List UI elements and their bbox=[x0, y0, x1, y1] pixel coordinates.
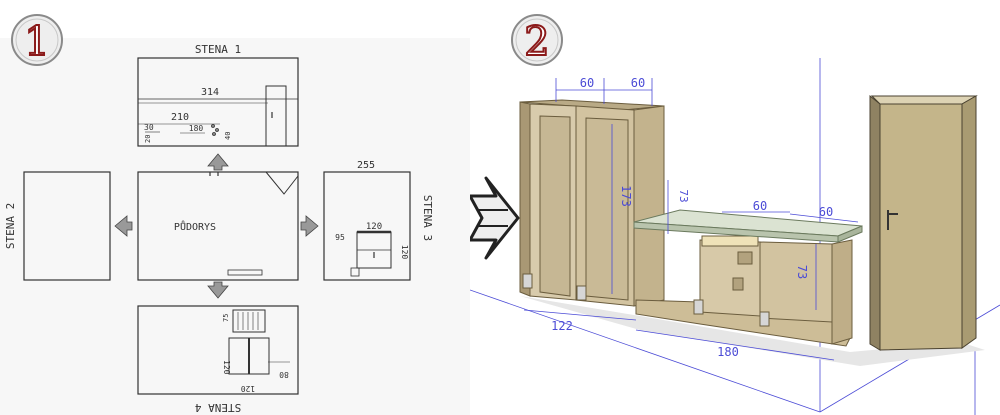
wall-1-dim-b: 20 bbox=[144, 135, 152, 143]
low-cabinets bbox=[633, 209, 863, 347]
wall-4-dim-d: 75 bbox=[222, 314, 230, 322]
wall-4 bbox=[137, 305, 299, 395]
wall-1-dim-total: 314 bbox=[201, 87, 219, 98]
wall-1-title: STENA 1 bbox=[195, 43, 241, 56]
wall-2-title: STENA 2 bbox=[4, 203, 17, 249]
wall-1-dim-small: 180 bbox=[189, 124, 204, 133]
wall-3-frame bbox=[323, 171, 411, 281]
low-right-cabinet bbox=[759, 241, 833, 323]
right-arrow-icon bbox=[470, 176, 520, 260]
step-2-number: 2 bbox=[524, 19, 549, 65]
paper-background bbox=[0, 38, 470, 415]
arrow-right-small-icon bbox=[300, 215, 319, 237]
wall-1-frame bbox=[137, 57, 299, 147]
wall-4-dim-c: 80 bbox=[279, 370, 289, 379]
dim-low-top-left: 60 bbox=[753, 199, 767, 213]
step-1-number: 1 bbox=[24, 19, 49, 65]
low-middle-cabinet bbox=[699, 239, 761, 317]
arrow-left-icon bbox=[114, 215, 133, 237]
wall-1-dim-mid: 210 bbox=[171, 112, 189, 123]
tall-cabinets bbox=[519, 99, 665, 307]
wall-4-dim-b: 120 bbox=[241, 384, 256, 393]
wall-3 bbox=[323, 171, 411, 281]
dimension-labels: 60 60 173 73 60 60 73 122 180 bbox=[551, 76, 833, 359]
dimension-lines bbox=[523, 78, 859, 361]
dim-side-height: 73 bbox=[677, 189, 690, 202]
wall-3-top-dim: 255 bbox=[357, 160, 375, 171]
sketch-panel: STENA 1 314 210 180 30 20 40 STENA 2 PŮD… bbox=[0, 0, 470, 415]
floor-plan-label: PŮDORYS bbox=[174, 220, 216, 233]
wall-4-frame bbox=[137, 305, 299, 395]
wall-1-dim-a: 30 bbox=[144, 123, 154, 132]
wall-1 bbox=[137, 57, 299, 147]
wall-4-dim-a: 120 bbox=[222, 360, 231, 375]
door-panel bbox=[879, 103, 963, 351]
model-drawing: 60 60 173 73 60 60 73 122 180 2 bbox=[470, 14, 1000, 415]
floor-plan bbox=[137, 171, 299, 281]
wall-1-dim-c: 40 bbox=[224, 132, 232, 140]
wall-3-title: STENA 3 bbox=[421, 195, 434, 241]
model-panel: 60 60 173 73 60 60 73 122 180 2 bbox=[470, 0, 1000, 415]
dim-bottom-right: 180 bbox=[717, 345, 739, 359]
arrow-up-icon bbox=[207, 153, 229, 171]
step-2-badge: 2 bbox=[511, 14, 563, 66]
step-1-badge: 1 bbox=[11, 14, 63, 66]
wall-2-frame bbox=[23, 171, 111, 281]
wall-4-title: STENA 4 bbox=[194, 401, 241, 414]
dim-top-left: 60 bbox=[580, 76, 594, 90]
sketch-drawing: STENA 1 314 210 180 30 20 40 STENA 2 PŮD… bbox=[0, 14, 470, 415]
arrow-down-icon bbox=[207, 281, 229, 299]
wall-3-door-height: 120 bbox=[400, 245, 409, 260]
dim-top-right: 60 bbox=[631, 76, 645, 90]
dim-low-height: 73 bbox=[795, 265, 809, 279]
dim-bottom-left: 122 bbox=[551, 319, 573, 333]
dim-tall-height: 173 bbox=[619, 185, 633, 207]
wall-3-side-dim: 95 bbox=[335, 233, 345, 242]
dim-low-top-right: 60 bbox=[819, 205, 833, 219]
wall-3-door-width: 120 bbox=[366, 222, 382, 232]
door bbox=[869, 94, 978, 351]
